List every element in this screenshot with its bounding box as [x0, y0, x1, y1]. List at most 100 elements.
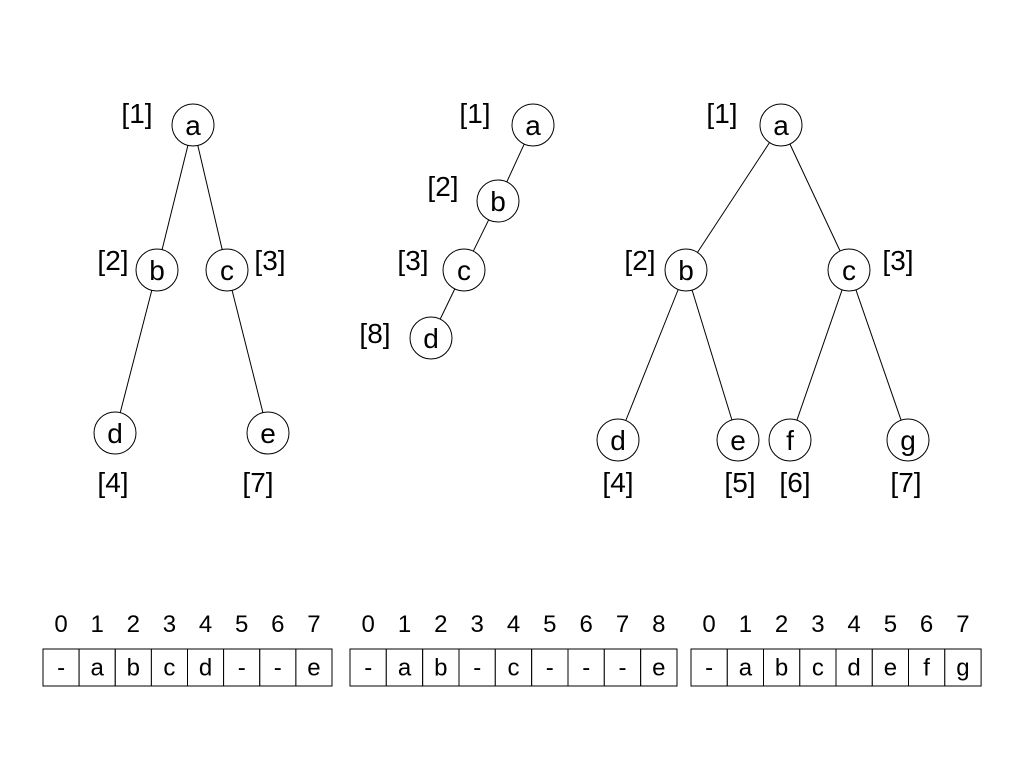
node-circle [246, 411, 290, 455]
array-cell-value: - [473, 655, 481, 682]
array-index-header: 1 [91, 611, 104, 638]
array-cell-box [223, 648, 261, 687]
array-cell-box [690, 648, 728, 687]
array-cell-value: - [364, 655, 372, 682]
array-cell-box [640, 648, 678, 687]
node-circle [205, 248, 249, 292]
node-label: d [107, 418, 123, 449]
array-cell-box [763, 648, 801, 687]
node-label: a [185, 110, 201, 141]
array-cell-value: b [127, 655, 140, 682]
edges-layer [119, 142, 902, 421]
array-cell: - [567, 648, 605, 687]
array-cell-box [114, 648, 152, 687]
tree-node-c: c[3] [827, 245, 914, 292]
array-cell-box [944, 648, 982, 687]
array-index-header: 6 [580, 611, 593, 638]
node-index-label: [2] [97, 245, 128, 276]
array-cell: e [640, 648, 678, 687]
node-label: d [423, 323, 439, 354]
node-label: b [149, 255, 165, 286]
node-index-label: [3] [254, 245, 285, 276]
node-index-label: [1] [121, 98, 152, 129]
tree-node-c: c[3] [397, 245, 486, 292]
node-circle [93, 411, 137, 455]
tree-1: a[1]b[2]c[3]d[4]e[7] [93, 98, 290, 498]
array-cell-value: a [739, 655, 753, 682]
node-circle [664, 248, 708, 292]
array-cell: - [531, 648, 569, 687]
array-index-header: 7 [956, 611, 969, 638]
tree-node-f: f [6] [768, 418, 812, 498]
array-cell-box [494, 648, 533, 687]
array-cell: - [603, 648, 642, 687]
array-cell-box [908, 648, 946, 687]
array-cell-box [799, 648, 837, 687]
tree-node-d: d[8] [359, 316, 453, 360]
node-circle [886, 418, 930, 462]
tree-1-edge-c-e [231, 290, 264, 413]
array-cell-box [422, 648, 460, 687]
array-index-header: 7 [307, 611, 320, 638]
array-cell: d [835, 648, 873, 687]
node-label: e [260, 418, 276, 449]
array-index-header: 6 [920, 611, 933, 638]
node-label: f [786, 425, 794, 456]
tree-node-a: a[1] [706, 98, 803, 147]
node-circle [759, 103, 803, 147]
tree-3-edge-c-f [796, 289, 843, 421]
array-index-header: 5 [884, 611, 897, 638]
tree-3-edge-a-b [697, 142, 770, 253]
tree-node-b: b [2] [97, 245, 179, 292]
array-cell-value: - [582, 655, 590, 682]
node-circle [135, 248, 179, 292]
node-circle [511, 103, 555, 147]
array-index-header: 0 [54, 611, 67, 638]
node-circle [442, 248, 486, 292]
tree-2-edge-a-b [506, 143, 525, 183]
array-cell: b [114, 648, 152, 687]
tree-3-edge-b-d [625, 289, 679, 421]
node-circle [596, 418, 640, 462]
tree-node-c: c[3] [205, 245, 286, 292]
tree-node-a: a [1] [121, 98, 215, 147]
array-cell-box [187, 648, 225, 687]
array-cell-value: g [956, 655, 969, 682]
array-cell-value: c [812, 655, 824, 682]
array-cell-value: - [57, 655, 65, 682]
node-label: g [900, 425, 916, 456]
array-index-header: 7 [616, 611, 629, 638]
array-index-header: 2 [127, 611, 140, 638]
node-index-label: [3] [397, 245, 428, 276]
array-cell: a [78, 648, 116, 687]
array-index-header: 4 [847, 611, 860, 638]
node-label: e [730, 425, 746, 456]
node-index-label: [6] [779, 467, 810, 498]
node-label: a [773, 110, 789, 141]
array-cell: - [223, 648, 261, 687]
tree-node-e: e[7] [242, 411, 290, 498]
node-index-label: [3] [882, 245, 913, 276]
array-cell: e [295, 648, 333, 687]
array-cell: a [726, 648, 765, 687]
array-index-header: 2 [775, 611, 788, 638]
array-index-header: 3 [163, 611, 176, 638]
node-index-label: [5] [724, 467, 755, 498]
tree-1-edge-b-d [119, 290, 153, 413]
node-label: d [610, 425, 626, 456]
array-cell-value: - [238, 655, 246, 682]
tree-2-edge-b-c [472, 219, 490, 252]
array-index-header: 5 [235, 611, 248, 638]
array-cell: - [690, 648, 728, 687]
tree-node-b: b[2] [427, 171, 520, 223]
array-cell: - [259, 648, 297, 687]
array-cell-box [385, 648, 424, 687]
array-cell-value: a [91, 655, 105, 682]
tree-node-d: d[4] [596, 418, 640, 498]
tree-3-edge-c-g [855, 289, 902, 421]
array-index-header: 2 [434, 611, 447, 638]
array-cell: c [150, 648, 188, 687]
